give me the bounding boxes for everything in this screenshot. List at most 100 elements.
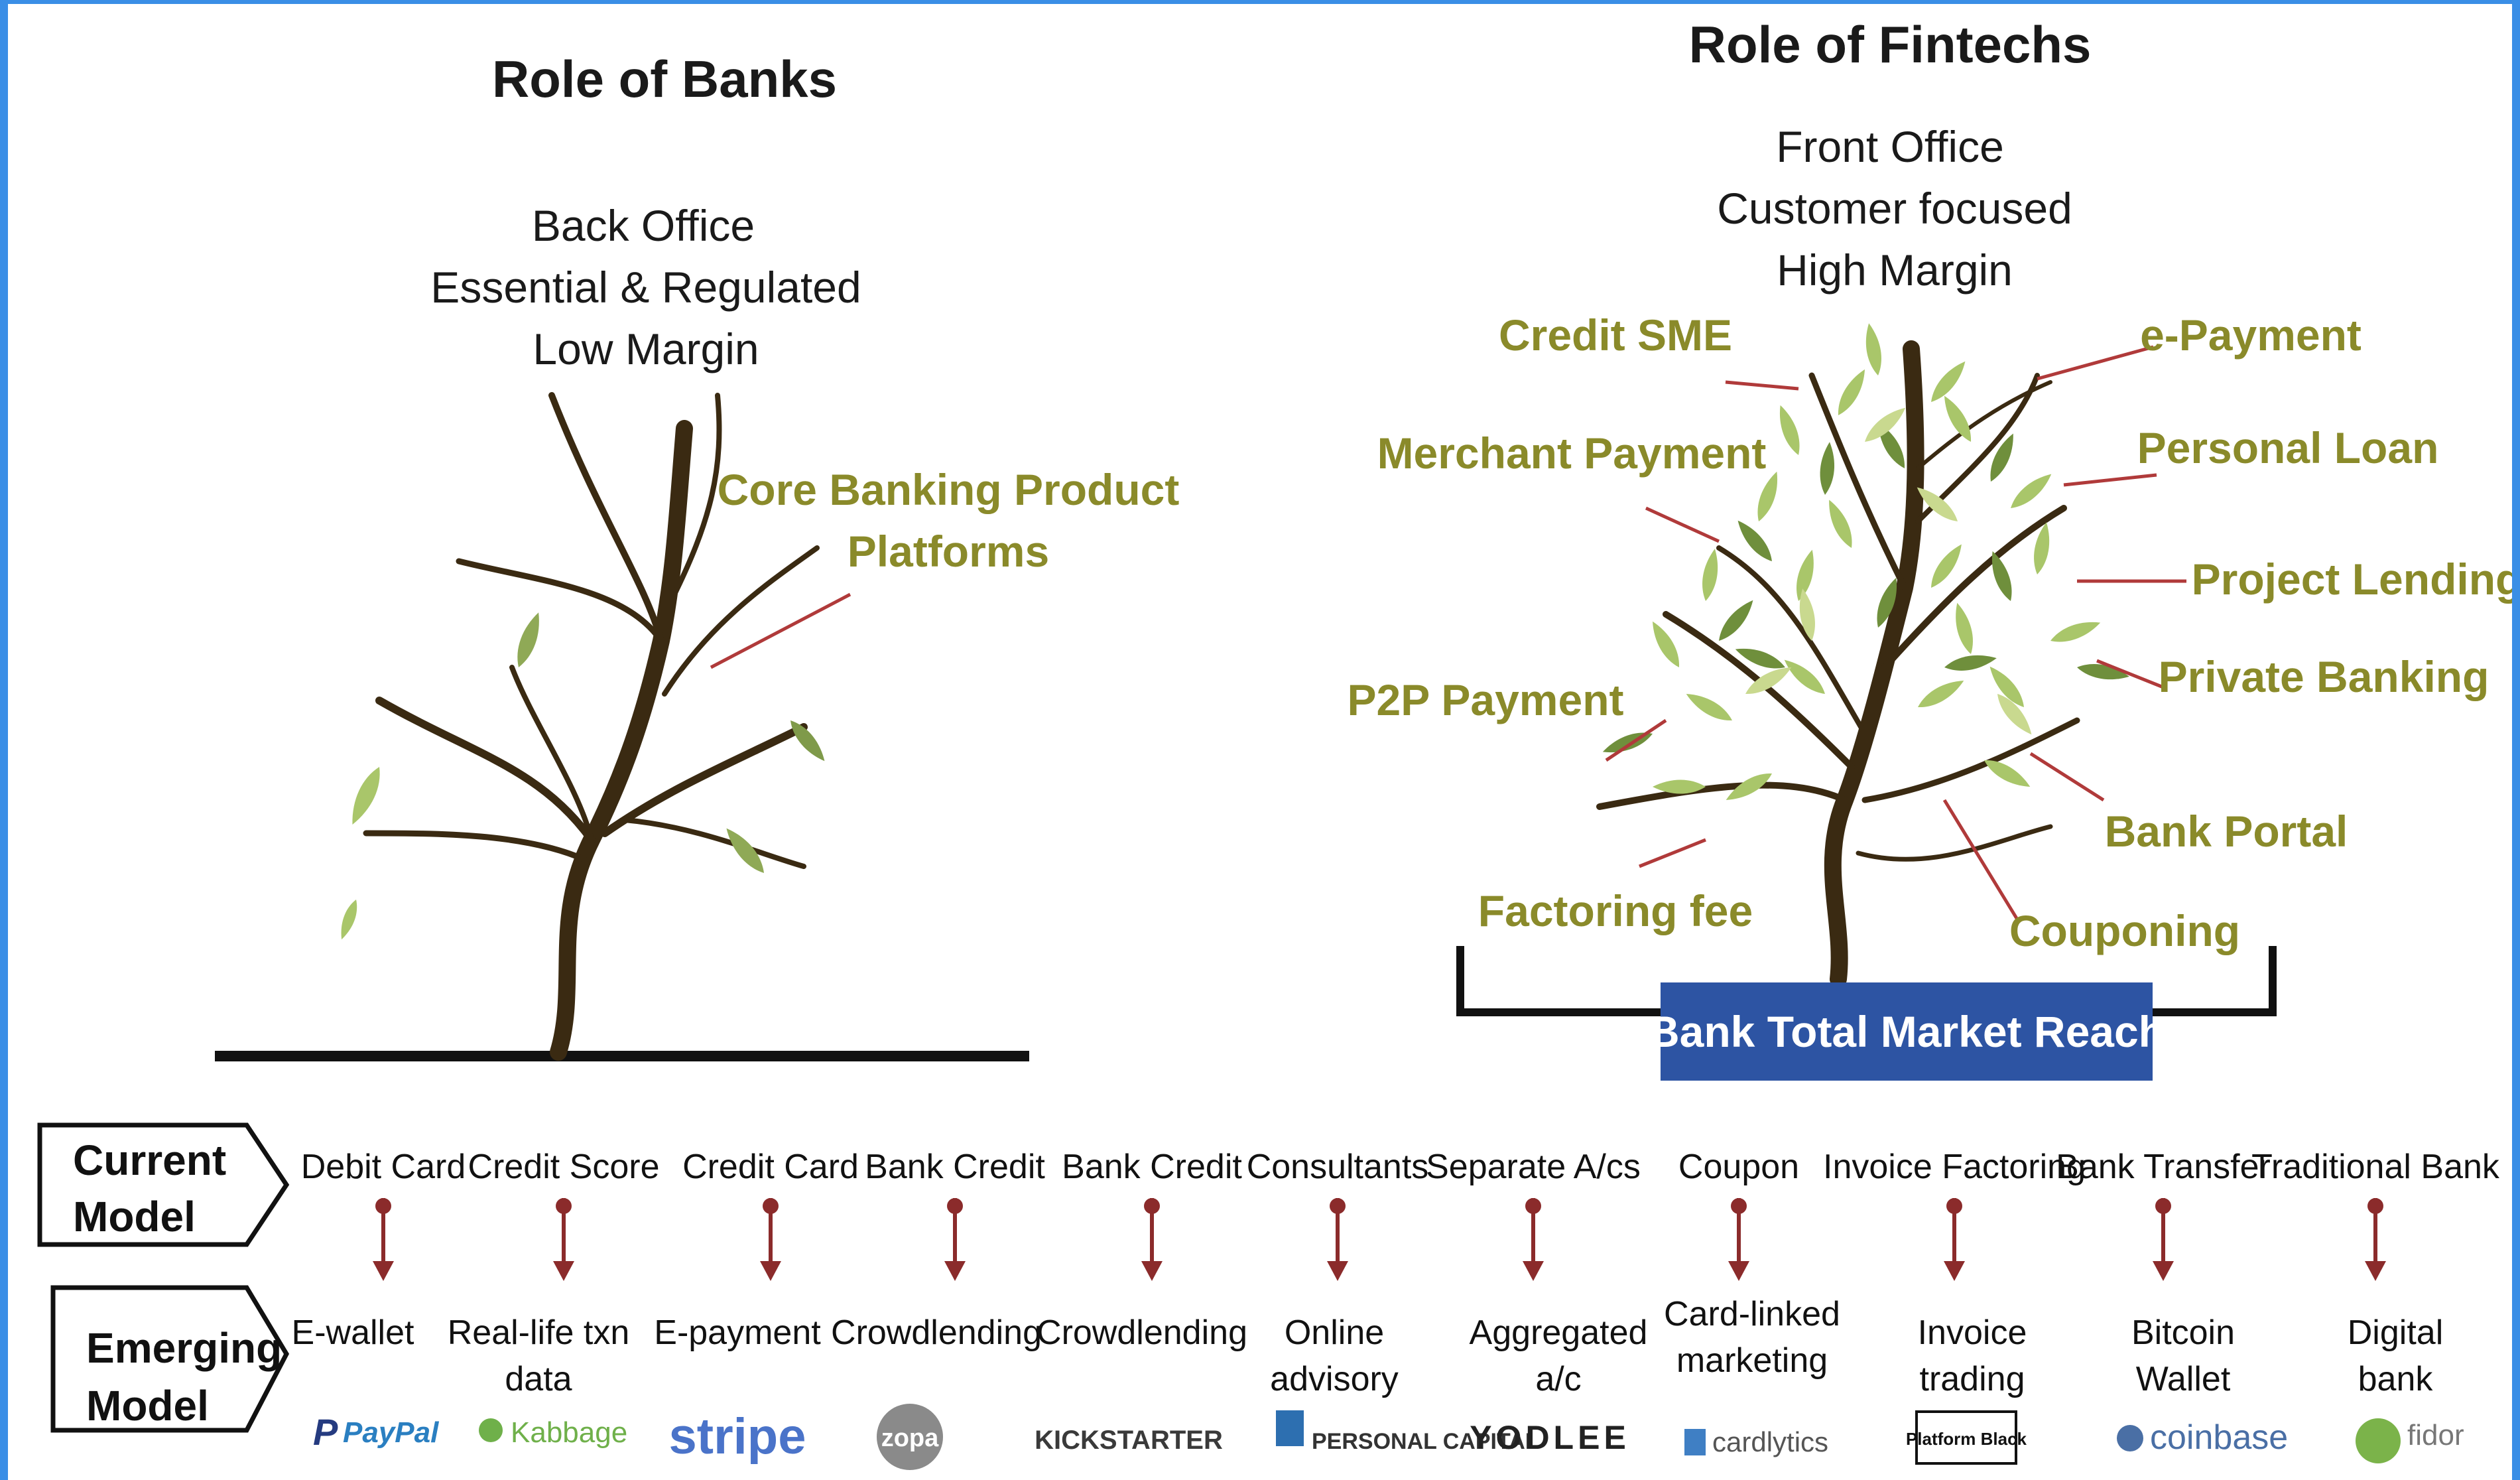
svg-text:KICKSTARTER: KICKSTARTER — [1035, 1426, 1223, 1455]
emerging-model-item: advisory — [1270, 1360, 1399, 1398]
transition-arrow-head — [760, 1261, 781, 1281]
logo-stripe: stripe — [669, 1408, 806, 1465]
branch-label-bank-portal: Bank Portal — [2105, 807, 2348, 856]
emerging-model-item: Bitcoin — [2131, 1313, 2235, 1352]
logo-cardlytics: cardlytics — [1684, 1426, 1828, 1457]
fintechs-line-2: Customer focused — [1717, 184, 2072, 233]
current-model-item: Traditional Bank — [2251, 1148, 2500, 1186]
emerging-model-item: Invoice — [1918, 1313, 2027, 1352]
current-model-label-2: Model — [73, 1193, 196, 1241]
current-model-item: Consultants — [1247, 1148, 1429, 1186]
fintech-label-pointers — [1605, 345, 2186, 921]
emerging-model-item: Real-life txn — [448, 1313, 630, 1352]
branch-label-e-payment: e-Payment — [2140, 310, 2362, 360]
branch-label-project-lending: Project Lending — [2192, 555, 2512, 604]
current-model-item: Bank Transfer — [2056, 1148, 2271, 1186]
emerging-model-label-1: Emerging — [86, 1324, 282, 1372]
transition-arrow-dot — [1946, 1198, 1962, 1214]
logo-personal-capital: PERSONAL CAPITAL — [1276, 1410, 1539, 1454]
banks-line-3: Low Margin — [533, 324, 759, 373]
current-model-item: Credit Score — [468, 1148, 660, 1186]
transition-arrow-head — [2153, 1261, 2174, 1281]
transition-arrow-dot — [556, 1198, 572, 1214]
transition-arrow-head — [1523, 1261, 1544, 1281]
transition-arrow-dot — [1144, 1198, 1160, 1214]
branch-label-couponing: Couponing — [2009, 906, 2240, 955]
banks-vs-fintechs-diagram: Role of Banks Back Office Essential & Re… — [37, 15, 2512, 1470]
logo-paypal: P PayPal — [313, 1411, 439, 1453]
transition-arrow-dot — [1330, 1198, 1346, 1214]
svg-text:YODLEE: YODLEE — [1470, 1419, 1630, 1456]
svg-text:fidor: fidor — [2407, 1419, 2464, 1451]
emerging-model-item: Crowdlending — [1037, 1313, 1247, 1352]
transition-arrow-head — [944, 1261, 966, 1281]
branch-label-credit-sme: Credit SME — [1499, 310, 1732, 360]
bank-tree-illustration — [215, 392, 1029, 1061]
fintechs-line-1: Front Office — [1776, 122, 2004, 171]
current-model-item: Bank Credit — [865, 1148, 1045, 1186]
transition-arrow-head — [1944, 1261, 1965, 1281]
svg-text:zopa: zopa — [881, 1424, 939, 1452]
transition-arrow-dot — [1731, 1198, 1747, 1214]
current-model-item: Bank Credit — [1062, 1148, 1242, 1186]
logo-kickstarter: KICKSTARTER — [1035, 1426, 1223, 1455]
transition-arrow-dot — [947, 1198, 963, 1214]
current-model-tag: Current Model — [37, 1122, 290, 1247]
transition-arrow-head — [553, 1261, 574, 1281]
logo-kabbage: Kabbage — [479, 1416, 627, 1449]
transition-arrow-head — [373, 1261, 394, 1281]
transition-arrow-dot — [2367, 1198, 2383, 1214]
transition-arrow-dot — [763, 1198, 779, 1214]
emerging-model-item: Digital — [2348, 1313, 2444, 1352]
banks-line-2: Essential & Regulated — [430, 263, 861, 312]
svg-text:coinbase: coinbase — [2150, 1418, 2288, 1457]
transition-arrow-dot — [375, 1198, 391, 1214]
branch-label-p2p-payment: P2P Payment — [1347, 675, 1623, 724]
banks-title: Role of Banks — [492, 50, 837, 108]
transition-arrow-head — [1141, 1261, 1163, 1281]
transition-arrow-head — [2365, 1261, 2386, 1281]
emerging-model-item: Card-linked — [1664, 1295, 1840, 1333]
emerging-model-item: Wallet — [2136, 1360, 2231, 1398]
emerging-model-item: marketing — [1676, 1341, 1828, 1380]
logo-platform-black: Platform Black — [1906, 1410, 2027, 1465]
transition-arrow-dot — [1525, 1198, 1541, 1214]
current-model-item: Coupon — [1678, 1148, 1799, 1186]
svg-text:PERSONAL CAPITAL: PERSONAL CAPITAL — [1312, 1429, 1539, 1454]
fintechs-title: Role of Fintechs — [1689, 15, 2092, 74]
emerging-model-item: E-wallet — [292, 1313, 414, 1352]
banks-core-label-1: Core Banking Product — [718, 465, 1180, 514]
transition-arrow-head — [1728, 1261, 1749, 1281]
logo-zopa: zopa — [877, 1404, 943, 1470]
market-reach-box — [1661, 982, 2153, 1081]
emerging-model-item: Aggregated — [1470, 1313, 1648, 1352]
branch-label-personal-loan: Personal Loan — [2137, 423, 2439, 472]
transition-arrow-head — [1327, 1261, 1348, 1281]
svg-text:P: P — [313, 1411, 338, 1453]
emerging-model-item: Online — [1285, 1313, 1384, 1352]
company-logos: P PayPal Kabbage stripe zopa KICKSTARTER… — [313, 1404, 2464, 1470]
banks-line-1: Back Office — [532, 201, 755, 250]
svg-text:Platform Black: Platform Black — [1906, 1429, 2027, 1449]
banks-core-label-2: Platforms — [848, 527, 1049, 576]
emerging-model-item: E-payment — [654, 1313, 821, 1352]
current-model-item: Separate A/cs — [1426, 1148, 1641, 1186]
current-model-item: Credit Card — [682, 1148, 859, 1186]
current-model-label-1: Current — [73, 1136, 226, 1184]
emerging-model-item: trading — [1920, 1360, 2025, 1398]
branch-label-merchant-payment: Merchant Payment — [1377, 429, 1767, 478]
branch-label-private-banking: Private Banking — [2159, 652, 2489, 701]
